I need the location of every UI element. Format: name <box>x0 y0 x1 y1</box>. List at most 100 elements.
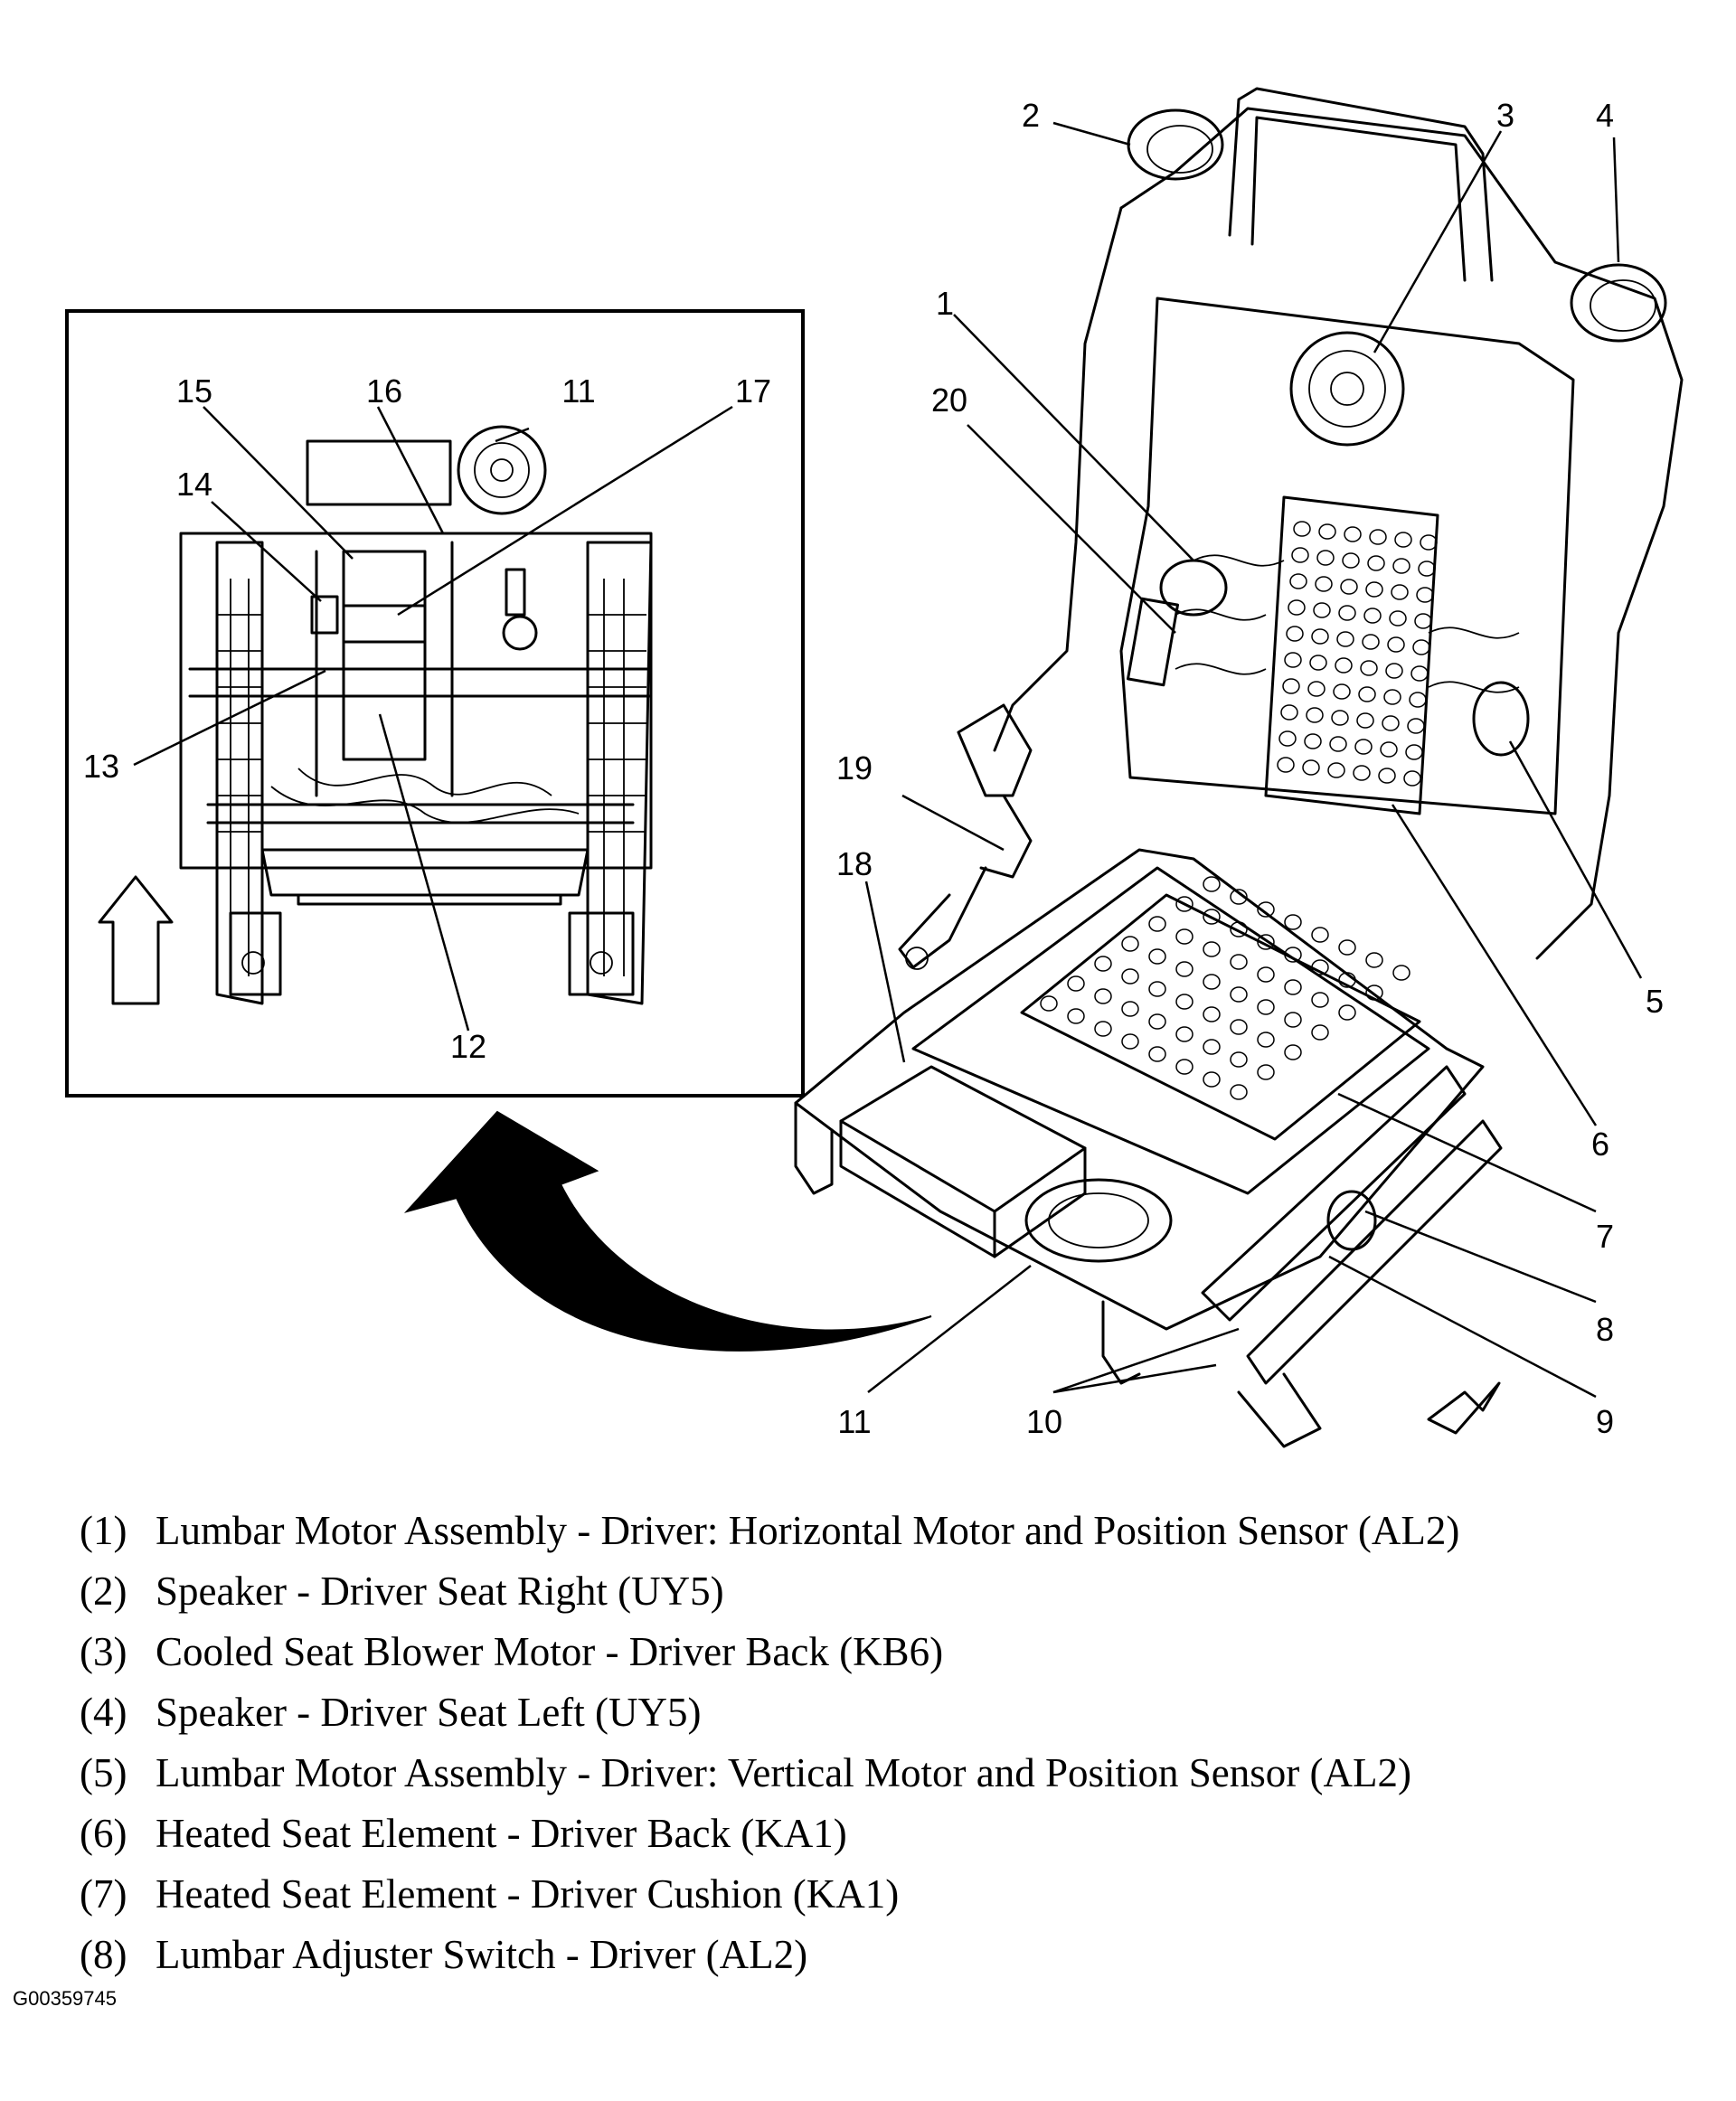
perforation-dot <box>1282 678 1300 694</box>
perforation-dot <box>1284 1012 1302 1028</box>
perforation-dot <box>1392 558 1410 574</box>
perforation-dot <box>1367 555 1385 571</box>
main-leader-lines <box>864 121 1643 1399</box>
legend-number: (5) <box>80 1750 127 1795</box>
seat-component-diagram: 2 3 4 1 20 19 18 5 6 7 8 9 10 11 15 16 1… <box>65 87 1684 1448</box>
perforation-dot <box>1313 602 1331 618</box>
perforation-dot <box>1094 956 1112 972</box>
callout-14: 14 <box>176 466 212 503</box>
perforation-dot <box>1418 561 1436 577</box>
perforation-dot <box>1203 876 1221 892</box>
perforation-dot <box>1203 1006 1221 1022</box>
perforation-dot <box>1040 995 1058 1012</box>
perforation-dot <box>1230 986 1248 1003</box>
perforation-dot <box>1338 972 1356 988</box>
perforation-dot <box>1121 968 1139 985</box>
perforation-dot <box>1230 1084 1248 1100</box>
perforation-dot <box>1148 1046 1166 1062</box>
perforation-dot <box>1311 1024 1329 1041</box>
heated-cushion-perforations <box>1040 876 1410 1100</box>
legend-number: (1) <box>80 1508 127 1553</box>
perforation-dot <box>1067 975 1085 992</box>
perforation-dot <box>1284 652 1302 668</box>
perforation-dot <box>1340 579 1358 595</box>
view-transfer-arrow-icon <box>403 1110 932 1352</box>
callout-8: 8 <box>1596 1311 1614 1348</box>
perforation-dot <box>1416 587 1434 603</box>
perforation-dot <box>1280 704 1298 721</box>
callout-1: 1 <box>936 285 954 322</box>
perforation-dot <box>1316 550 1335 566</box>
perforation-dot <box>1309 655 1327 671</box>
legend-item: (2)Speaker - Driver Seat Right (UY5) <box>80 1561 1707 1622</box>
perforation-dot <box>1311 959 1329 975</box>
legend-item: (6)Heated Seat Element - Driver Back (KA… <box>80 1804 1707 1864</box>
perforation-dot <box>1121 936 1139 952</box>
perforation-dot <box>1257 1032 1275 1048</box>
rear-direction-arrow-icon <box>1427 1381 1501 1435</box>
perforation-dot <box>1315 576 1333 592</box>
heated-back-perforations <box>1277 521 1438 787</box>
callout-4: 4 <box>1596 97 1614 134</box>
perforation-dot <box>1175 994 1194 1010</box>
legend-item: (3)Cooled Seat Blower Motor - Driver Bac… <box>80 1622 1707 1682</box>
perforation-dot <box>1412 639 1430 655</box>
perforation-dot <box>1230 921 1248 937</box>
legend-item: (8)Lumbar Adjuster Switch - Driver (AL2) <box>80 1925 1707 1985</box>
perforation-dot <box>1369 529 1387 545</box>
perforation-dot <box>1333 683 1351 700</box>
perforation-dot <box>1342 552 1360 569</box>
perforation-dot <box>1203 974 1221 990</box>
perforation-dot <box>1286 626 1304 642</box>
callout-16: 16 <box>366 372 402 410</box>
perforation-dot <box>1414 613 1432 629</box>
perforation-dot <box>1327 762 1345 778</box>
perforation-dot <box>1291 547 1309 563</box>
perforation-dot <box>1175 896 1194 912</box>
perforation-dot <box>1230 1051 1248 1068</box>
perforation-dot <box>1278 730 1297 747</box>
inset-seat-underside <box>179 425 653 1005</box>
perforation-dot <box>1378 768 1396 784</box>
perforation-dot <box>1394 532 1412 548</box>
legend-item: (5) Lumbar Motor Assembly - Driver: Verti… <box>80 1743 1707 1804</box>
legend-text: Lumbar Motor Assembly - Driver: Vertical… <box>156 1750 1411 1795</box>
perforation-dot <box>1311 628 1329 645</box>
callout-5: 5 <box>1646 983 1664 1020</box>
perforation-dot <box>1094 1021 1112 1037</box>
callout-11-main: 11 <box>837 1403 871 1440</box>
callout-13: 13 <box>83 748 119 785</box>
perforation-dot <box>1403 770 1421 787</box>
perforation-dot <box>1203 1039 1221 1055</box>
perforation-dot <box>1383 689 1401 705</box>
perforation-dot <box>1203 1071 1221 1088</box>
perforation-dot <box>1385 663 1403 679</box>
perforation-dot <box>1121 1001 1139 1017</box>
perforation-dot <box>1387 636 1405 653</box>
perforation-dot <box>1293 521 1311 537</box>
perforation-dot <box>1380 741 1398 758</box>
legend-text: Speaker - Driver Seat Right (UY5) <box>156 1569 724 1614</box>
legend-text: Cooled Seat Blower Motor - Driver Back (… <box>156 1629 944 1674</box>
perforation-dot <box>1336 631 1354 647</box>
perforation-dot <box>1257 1064 1275 1080</box>
perforation-dot <box>1358 686 1376 702</box>
legend-text: Lumbar Adjuster Switch - Driver (AL2) <box>156 1932 808 1977</box>
perforation-dot <box>1365 581 1383 598</box>
perforation-dot <box>1338 605 1356 621</box>
front-direction-arrow-icon <box>98 875 174 1005</box>
perforation-dot <box>1257 901 1275 918</box>
perforation-dot <box>1335 657 1353 674</box>
perforation-dot <box>1175 928 1194 945</box>
callout-18: 18 <box>836 845 873 882</box>
perforation-dot <box>1354 739 1373 755</box>
perforation-dot <box>1304 733 1322 749</box>
legend-number: (4) <box>80 1690 127 1735</box>
perforation-dot <box>1318 523 1336 540</box>
perforation-dot <box>1362 634 1380 650</box>
component-legend: (1)Lumbar Motor Assembly - Driver: Horiz… <box>80 1501 1707 1985</box>
legend-text: Heated Seat Element - Driver Cushion (KA… <box>156 1871 900 1917</box>
perforation-dot <box>1311 927 1329 943</box>
callout-7: 7 <box>1596 1218 1614 1255</box>
callout-15: 15 <box>176 372 212 410</box>
